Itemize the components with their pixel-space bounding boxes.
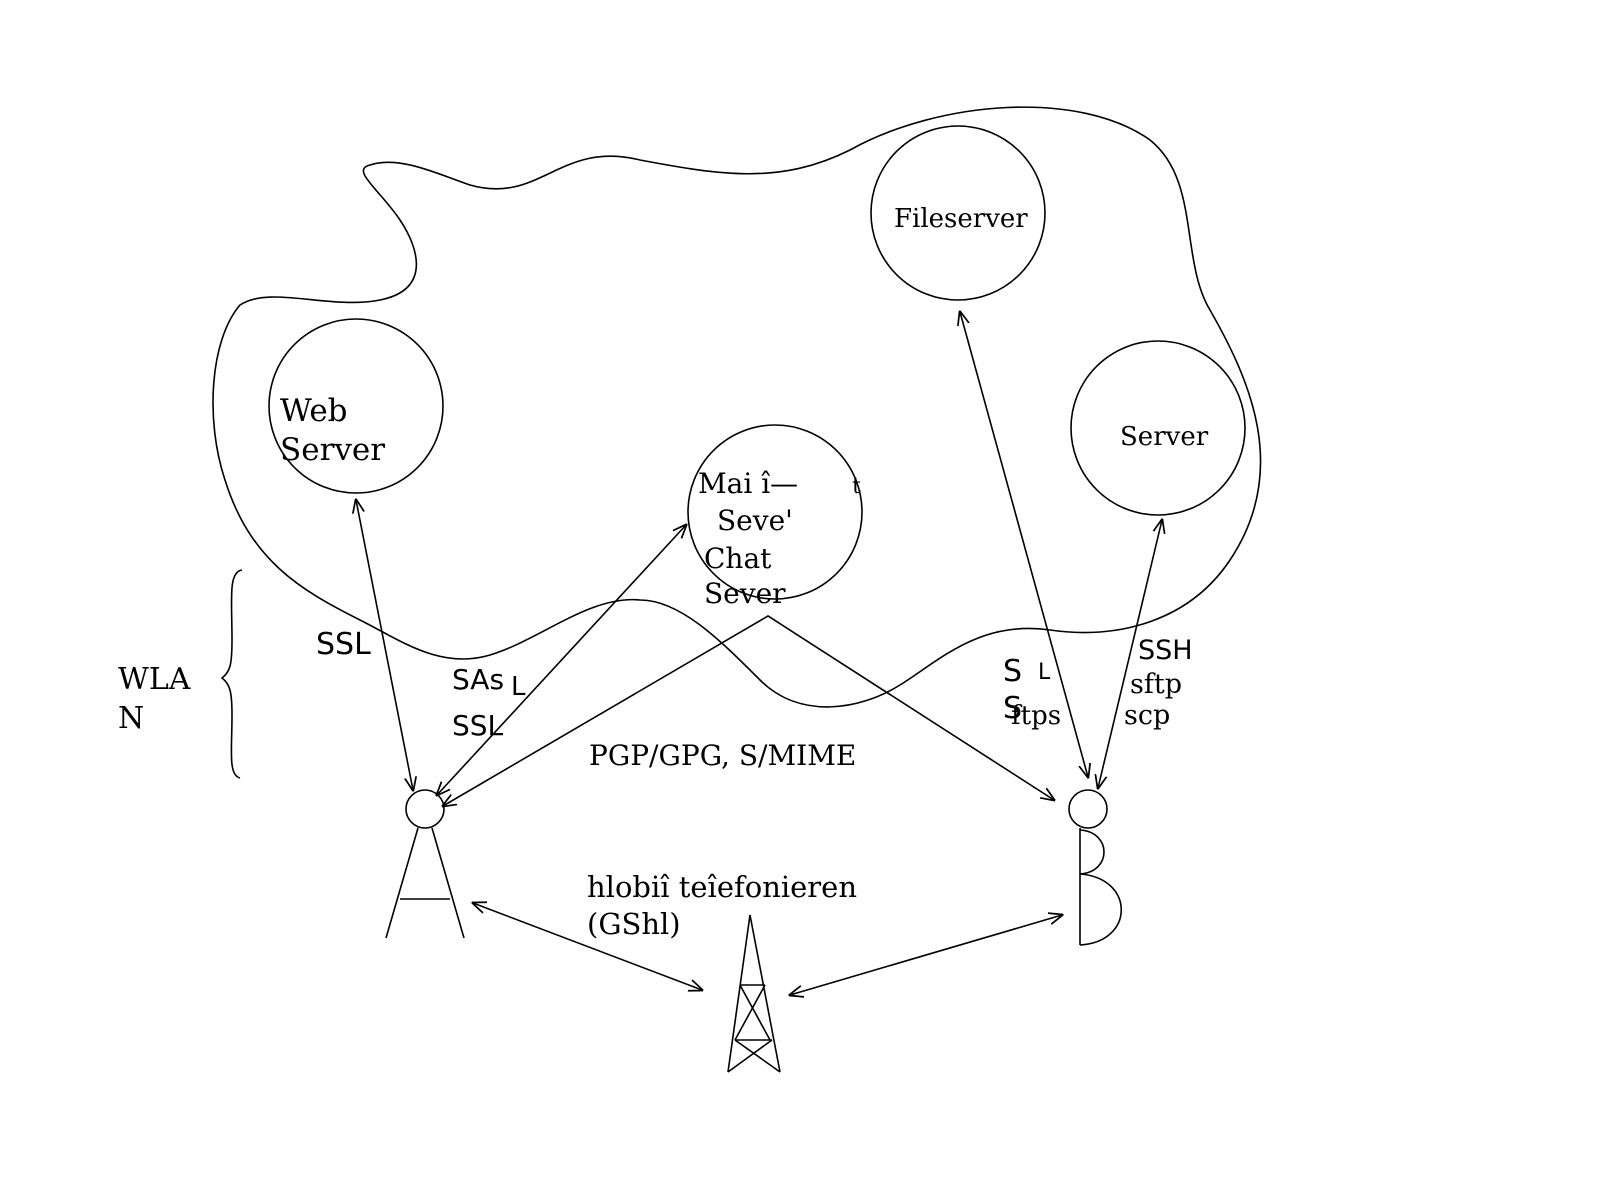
protocol-sftp: sftp (1130, 669, 1182, 700)
network-cloud-boundary (212, 106, 1262, 708)
wlan-brace (220, 569, 243, 779)
protocol-pgp: PGP/GPG, S/MIME (589, 739, 856, 772)
fileserver-node (870, 125, 1046, 301)
gsm-label-line2: (GShl) (587, 907, 681, 941)
wlan-antenna-icon (385, 789, 465, 939)
mobile-device-icon (1068, 789, 1123, 946)
arrow-fileserver (960, 312, 1088, 777)
gsm-label-line1: hlobiî teîefonieren (587, 870, 857, 904)
arrow-gsm-mobile (790, 915, 1062, 995)
protocol-file-s1: S (1003, 654, 1022, 689)
chat-server-label-line1: Chat (704, 542, 772, 575)
arrow-web-server (356, 500, 413, 790)
web-server-label-line1: Web (280, 393, 348, 429)
protocol-scp: scp (1124, 700, 1170, 731)
mail-server-label-line2: Seve' (717, 504, 793, 537)
wlan-label-line2: N (118, 701, 144, 736)
protocol-file-s2: S (1003, 691, 1022, 726)
wlan-label-line1: WLA (118, 662, 191, 697)
chat-server-label-line2: Sever (704, 577, 786, 610)
mail-server-label-line1: Mai î— (698, 467, 798, 500)
web-server-label-line2: Server (280, 432, 385, 468)
server-label: Server (1120, 422, 1209, 452)
protocol-ssl-web: SSL (316, 627, 371, 662)
arrow-server (1098, 520, 1162, 788)
gsm-tower-icon (727, 914, 781, 1073)
fileserver-label: Fileserver (894, 204, 1028, 234)
arrow-wlan-gsm (473, 903, 702, 990)
web-server-node (268, 318, 444, 494)
mail-chat-server-node (687, 424, 863, 600)
protocol-ssh: SSH (1138, 635, 1193, 666)
protocol-sasl-l: L (511, 672, 526, 702)
arrow-mail-server (437, 525, 686, 795)
protocol-ftps: ftps (1011, 701, 1061, 731)
protocol-sasl: SAs (452, 663, 504, 696)
mail-server-label-mark: t (852, 474, 861, 499)
protocol-ssl-mail: SSL (452, 709, 504, 742)
protocol-file-l: L (1038, 660, 1051, 685)
